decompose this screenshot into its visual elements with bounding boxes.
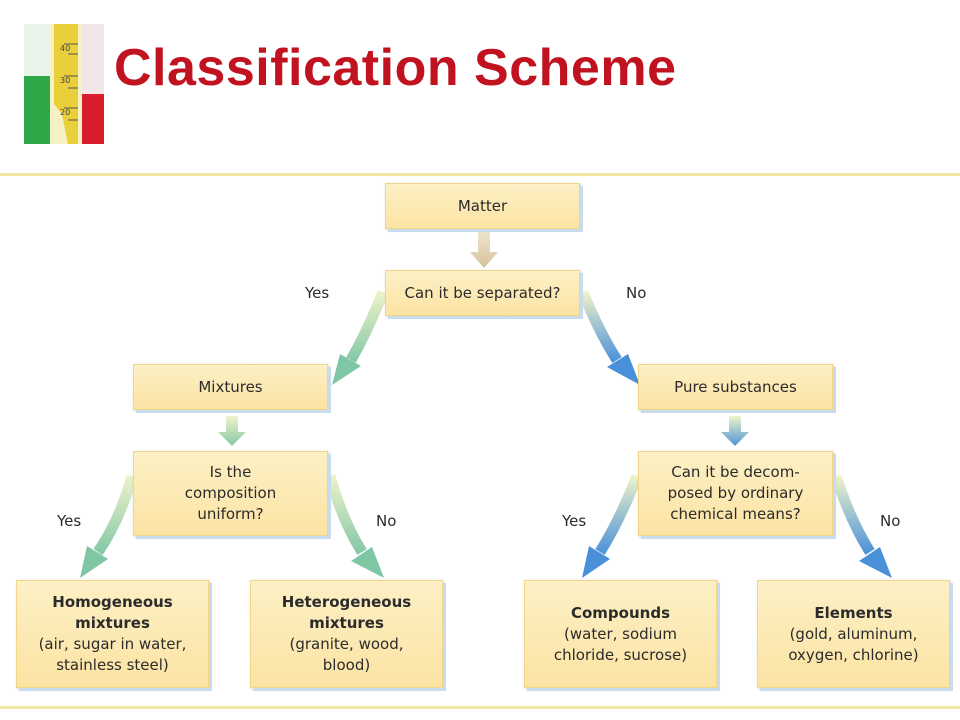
arrow-pure-to-question: [721, 416, 749, 446]
label-separated-yes: Yes: [305, 284, 330, 302]
graduated-cylinder-icon: 40 30 20: [24, 24, 104, 144]
arrowhead-composition-yes: [80, 546, 108, 578]
arrowhead-decompose-yes: [582, 546, 610, 578]
branch-composition-yes: [93, 474, 138, 556]
node-separated-question-label: Can it be separated?: [404, 283, 561, 302]
node-mixtures-label: Mixtures: [198, 377, 263, 396]
node-compounds-examples: (water, sodium chloride, sucrose): [553, 624, 688, 664]
node-matter: Matter: [385, 183, 580, 229]
scale-mark-30: 30: [60, 76, 70, 85]
node-homogeneous-name: Homogeneous mixtures: [52, 593, 173, 632]
arrowhead-composition-no: [351, 547, 384, 578]
arrowhead-decompose-no: [859, 547, 892, 578]
branch-composition-no: [324, 474, 367, 555]
node-compounds: Compounds (water, sodium chloride, sucro…: [524, 580, 717, 688]
node-decompose-question-label: Can it be decom- posed by ordinary chemi…: [667, 463, 804, 523]
node-mixtures: Mixtures: [133, 364, 328, 410]
node-matter-label: Matter: [457, 196, 508, 215]
node-pure-substances: Pure substances: [638, 364, 833, 410]
label-composition-yes: Yes: [57, 512, 82, 530]
node-elements: Elements (gold, aluminum, oxygen, chlori…: [757, 580, 950, 688]
node-homogeneous-mixtures: Homogeneous mixtures (air, sugar in wate…: [16, 580, 209, 688]
branch-decompose-no: [830, 474, 875, 555]
node-composition-question: Is the composition uniform?: [133, 451, 328, 536]
label-separated-no: No: [626, 284, 647, 302]
arrow-mixtures-to-question: [218, 416, 246, 446]
branch-separated-yes: [346, 289, 389, 363]
arrowhead-separated-yes: [332, 354, 361, 385]
node-separated-question: Can it be separated?: [385, 270, 580, 316]
node-elements-name: Elements: [814, 603, 893, 622]
page-title: Classification Scheme: [114, 39, 677, 97]
divider-bottom: [0, 706, 960, 709]
label-composition-no: No: [376, 512, 397, 530]
node-composition-question-label: Is the composition uniform?: [184, 463, 277, 523]
node-compounds-name: Compounds: [570, 603, 670, 622]
arrowhead-separated-no: [607, 354, 640, 385]
node-decompose-question: Can it be decom- posed by ordinary chemi…: [638, 451, 833, 536]
label-decompose-no: No: [880, 512, 901, 530]
node-heterogeneous-mixtures: Heterogeneous mixtures (granite, wood, b…: [250, 580, 443, 688]
node-heterogeneous-examples: (granite, wood, blood): [289, 635, 404, 674]
node-heterogeneous-name: Heterogeneous mixtures: [281, 593, 412, 632]
branch-separated-no: [577, 289, 622, 363]
node-elements-examples: (gold, aluminum, oxygen, chlorine): [788, 624, 919, 664]
label-decompose-yes: Yes: [562, 512, 587, 530]
node-pure-substances-label: Pure substances: [674, 377, 797, 396]
scale-mark-20: 20: [60, 108, 70, 117]
branch-decompose-yes: [595, 474, 643, 555]
scale-mark-40: 40: [60, 44, 70, 53]
divider-top: [0, 173, 960, 176]
arrow-matter-to-question: [470, 232, 498, 268]
node-homogeneous-examples: (air, sugar in water, stainless steel): [38, 635, 187, 674]
